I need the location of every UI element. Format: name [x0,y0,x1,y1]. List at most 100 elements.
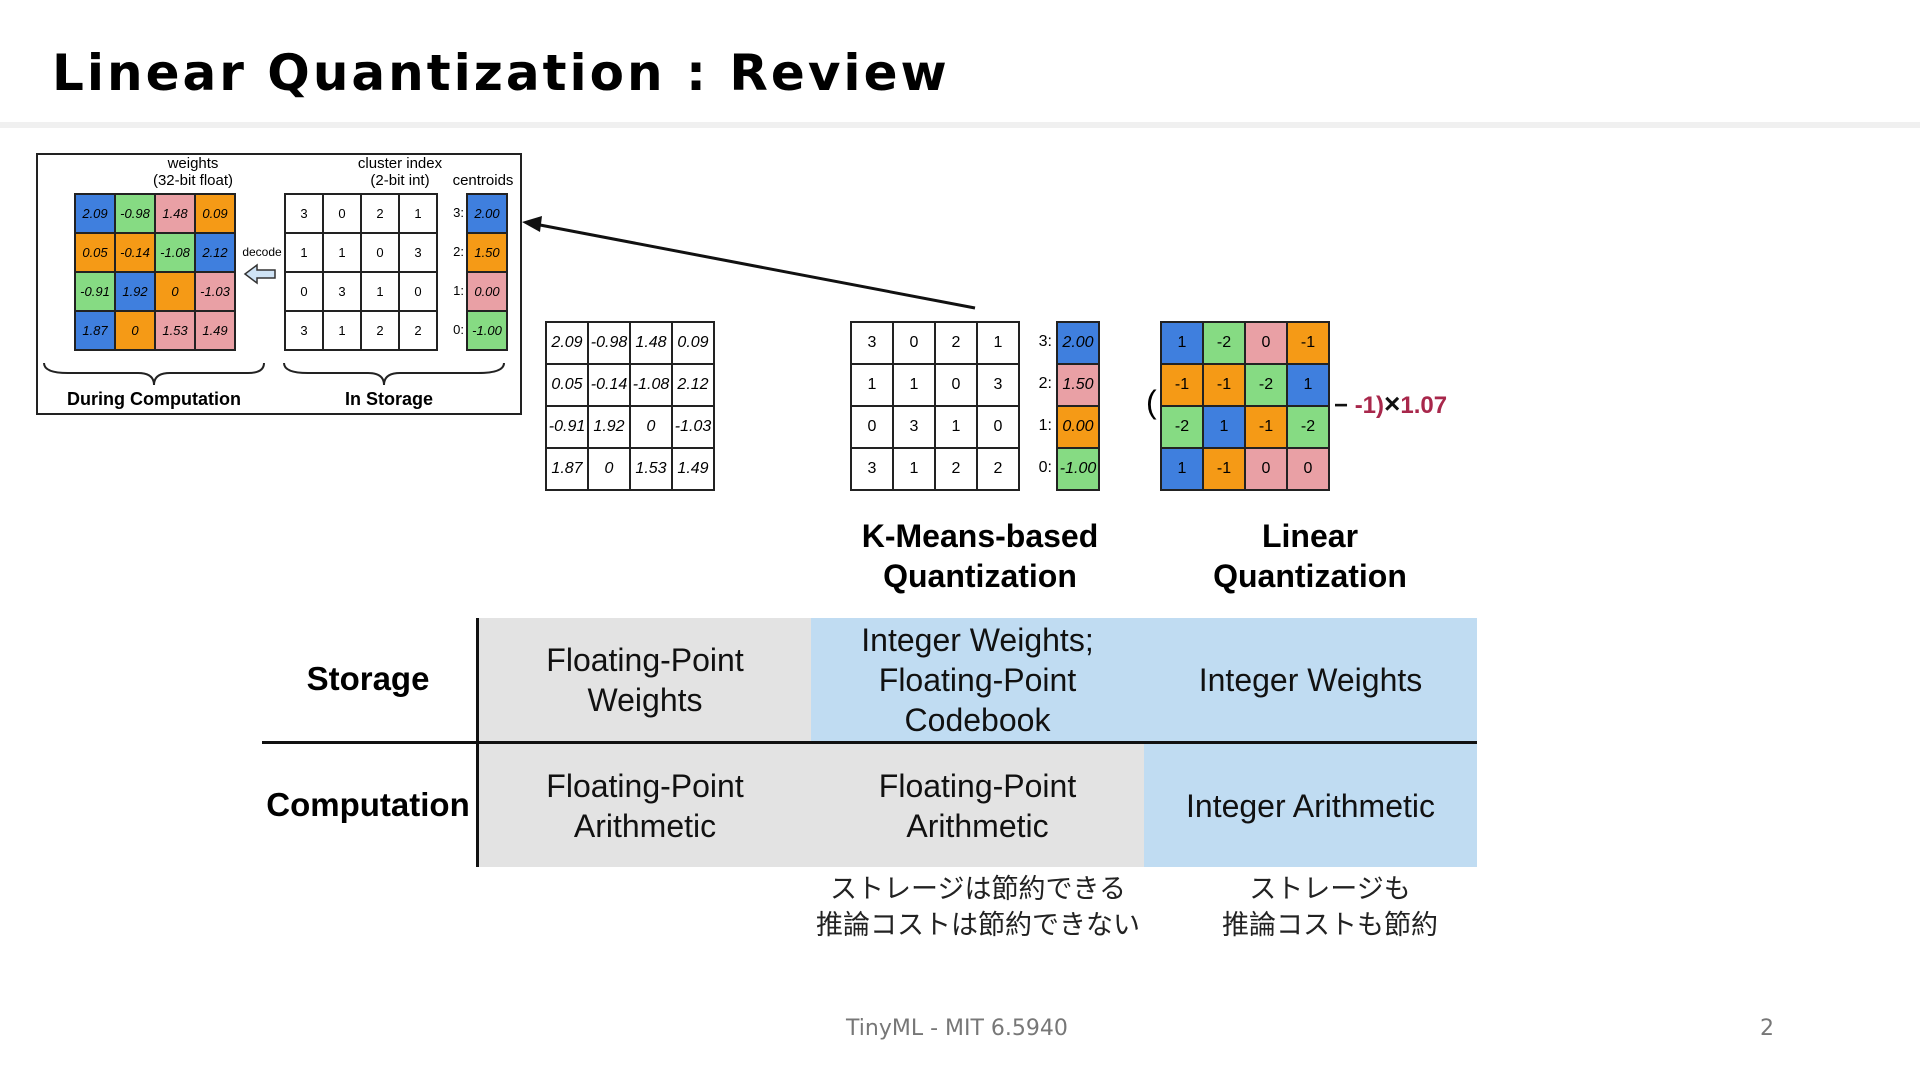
inset-index-cell-0-1: 0 [323,194,361,233]
kmeans-index-cell-1-3: 3 [977,364,1019,406]
kmeans-index-cell-2-2: 1 [935,406,977,448]
linear-cell-1-0: -1 [1161,364,1203,406]
kmeans-index-cell-1-2: 0 [935,364,977,406]
kmeans-index-cell-0-1: 0 [893,322,935,364]
kmeans-index-cell-0-3: 1 [977,322,1019,364]
inset-weight-cell-0-2: 1.48 [155,194,195,233]
inset-cluster-label: cluster index (2-bit int) [357,155,443,189]
inset-storage-label: In Storage [344,389,433,409]
inset-centroid-key-2: 1: [453,283,464,298]
linear-cell-0-1: -2 [1203,322,1245,364]
row-head-computation: Computation [266,786,470,823]
inset-weight-cell-1-2: -1.08 [155,233,195,272]
float-cell-1-0: 0.05 [546,364,588,406]
kmeans-index-cell-3-3: 2 [977,448,1019,490]
float-cell-2-0: -0.91 [546,406,588,448]
kmeans-label: K-Means-based Quantization [820,516,1140,596]
inset-weight-cell-2-1: 1.92 [115,272,155,311]
linear-cell-1-1: -1 [1203,364,1245,406]
inset-index-cell-1-3: 3 [399,233,437,272]
kmeans-index-cell-2-3: 0 [977,406,1019,448]
kmeans-index-cell-3-0: 3 [851,448,893,490]
kmeans-centroid-cell-1: 1.50 [1057,364,1099,406]
float-cell-1-1: -0.14 [588,364,630,406]
decode-arrow-icon [243,263,277,285]
inset-decode-label: decode [242,245,282,259]
inset-weight-cell-0-1: -0.98 [115,194,155,233]
linear-cell-3-1: -1 [1203,448,1245,490]
inset-weight-cell-2-0: -0.91 [75,272,115,311]
float-cell-2-2: 0 [630,406,672,448]
kmeans-centroid-keys: 3:2:1:0: [1024,321,1052,489]
kmeans-index-cell-2-0: 0 [851,406,893,448]
kmeans-label-line2: Quantization [883,558,1077,594]
cell-computation-linear: Integer Arithmetic [1144,744,1477,867]
footer-course: TinyML - MIT 6.5940 [846,1016,1068,1041]
float-cell-2-1: 1.92 [588,406,630,448]
cell-storage-float: Floating-Point Weights [479,618,811,742]
linear-cell-0-2: 0 [1245,322,1287,364]
note-linear: ストレージも 推論コストも節約 [1222,874,1438,941]
inset-during-label: During Computation [67,389,241,409]
inset-figure: weights (32-bit float) cluster index (2-… [36,153,522,415]
inset-index-cell-3-0: 3 [285,311,323,350]
inset-weight-cell-3-2: 1.53 [155,311,195,350]
kmeans-centroid-key-2: 1: [1038,417,1052,434]
linear-cell-2-3: -2 [1287,406,1329,448]
zero-point: -1) [1354,392,1385,419]
open-paren: ( [1146,384,1157,420]
kmeans-centroid-cell-2: 0.00 [1057,406,1099,448]
float-cell-3-1: 0 [588,448,630,490]
linear-cell-3-3: 0 [1287,448,1329,490]
minus-sign: − [1334,392,1349,419]
scale-factor: 1.07 [1400,392,1448,419]
linear-cell-0-3: -1 [1287,322,1329,364]
kmeans-index-cell-3-1: 1 [893,448,935,490]
inset-weight-cell-3-3: 1.49 [195,311,235,350]
inset-weight-cell-0-0: 2.09 [75,194,115,233]
note-kmeans: ストレージは節約できる 推論コストは節約できない [816,874,1140,941]
float-cell-2-3: -1.03 [672,406,714,448]
float-cell-1-3: 2.12 [672,364,714,406]
linear-cell-2-0: -2 [1161,406,1203,448]
inset-index-cell-2-3: 0 [399,272,437,311]
times-icon: × [1384,388,1401,419]
linear-cell-1-3: 1 [1287,364,1329,406]
inset-index-cell-0-2: 2 [361,194,399,233]
linear-cell-3-2: 0 [1245,448,1287,490]
inset-braces [43,362,505,386]
inset-index-cell-1-0: 1 [285,233,323,272]
inset-index-cell-0-0: 3 [285,194,323,233]
inset-centroids-label: centroids [452,172,514,189]
row-head-storage: Storage [306,660,430,697]
kmeans-label-line1: K-Means-based [861,518,1099,554]
kmeans-centroid-cell-0: 2.00 [1057,322,1099,364]
kmeans-index-cell-3-2: 2 [935,448,977,490]
kmeans-index-cell-2-1: 3 [893,406,935,448]
cell-storage-kmeans: Integer Weights; Floating-Point Codebook [811,618,1144,742]
inset-centroid-cell-0: 2.00 [467,194,507,233]
linear-cell-3-0: 1 [1161,448,1203,490]
linear-formula: − -1)×1.07 [1334,388,1447,420]
inset-weight-cell-3-0: 1.87 [75,311,115,350]
float-cell-0-0: 2.09 [546,322,588,364]
table-horizontal-rule [262,741,1477,744]
inset-index-cell-3-1: 1 [323,311,361,350]
inset-index-cell-3-3: 2 [399,311,437,350]
inset-index-cell-0-3: 1 [399,194,437,233]
inset-weight-cell-0-3: 0.09 [195,194,235,233]
float-cell-0-3: 0.09 [672,322,714,364]
kmeans-centroid-key-3: 0: [1038,459,1052,476]
inset-index-cell-2-1: 3 [323,272,361,311]
linear-cell-2-2: -1 [1245,406,1287,448]
inset-centroid-keys: 3:2:1:0: [444,193,464,349]
inset-index-cell-1-2: 0 [361,233,399,272]
linear-label: Linear Quantization [1150,516,1470,596]
float-cell-3-0: 1.87 [546,448,588,490]
